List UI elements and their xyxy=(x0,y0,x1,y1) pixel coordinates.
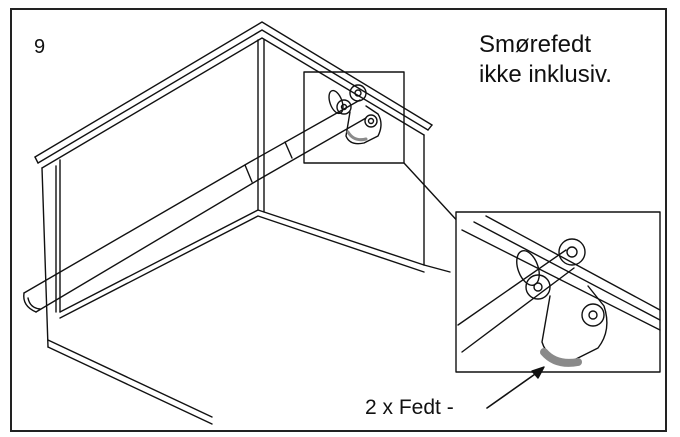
detail-view-box xyxy=(455,211,661,373)
zoom-leader-line xyxy=(403,162,463,227)
box-body xyxy=(41,39,451,425)
step-number: 9 xyxy=(34,36,46,58)
hinge-bracket-small xyxy=(328,84,382,145)
grease-callout-label: 2 x Fedt - xyxy=(365,396,454,419)
grease-note-line1: Smørefedt xyxy=(479,31,592,58)
box-rim xyxy=(34,21,433,169)
zoom-source-box xyxy=(303,71,405,164)
grease-arrow xyxy=(486,366,545,409)
grease-note: Smørefedt ikke inklusiv. xyxy=(479,30,612,90)
instruction-panel xyxy=(10,8,667,432)
handle-bar xyxy=(23,99,367,313)
grease-note-line2: ikke inklusiv. xyxy=(479,61,612,88)
detail-hinge xyxy=(457,215,661,367)
